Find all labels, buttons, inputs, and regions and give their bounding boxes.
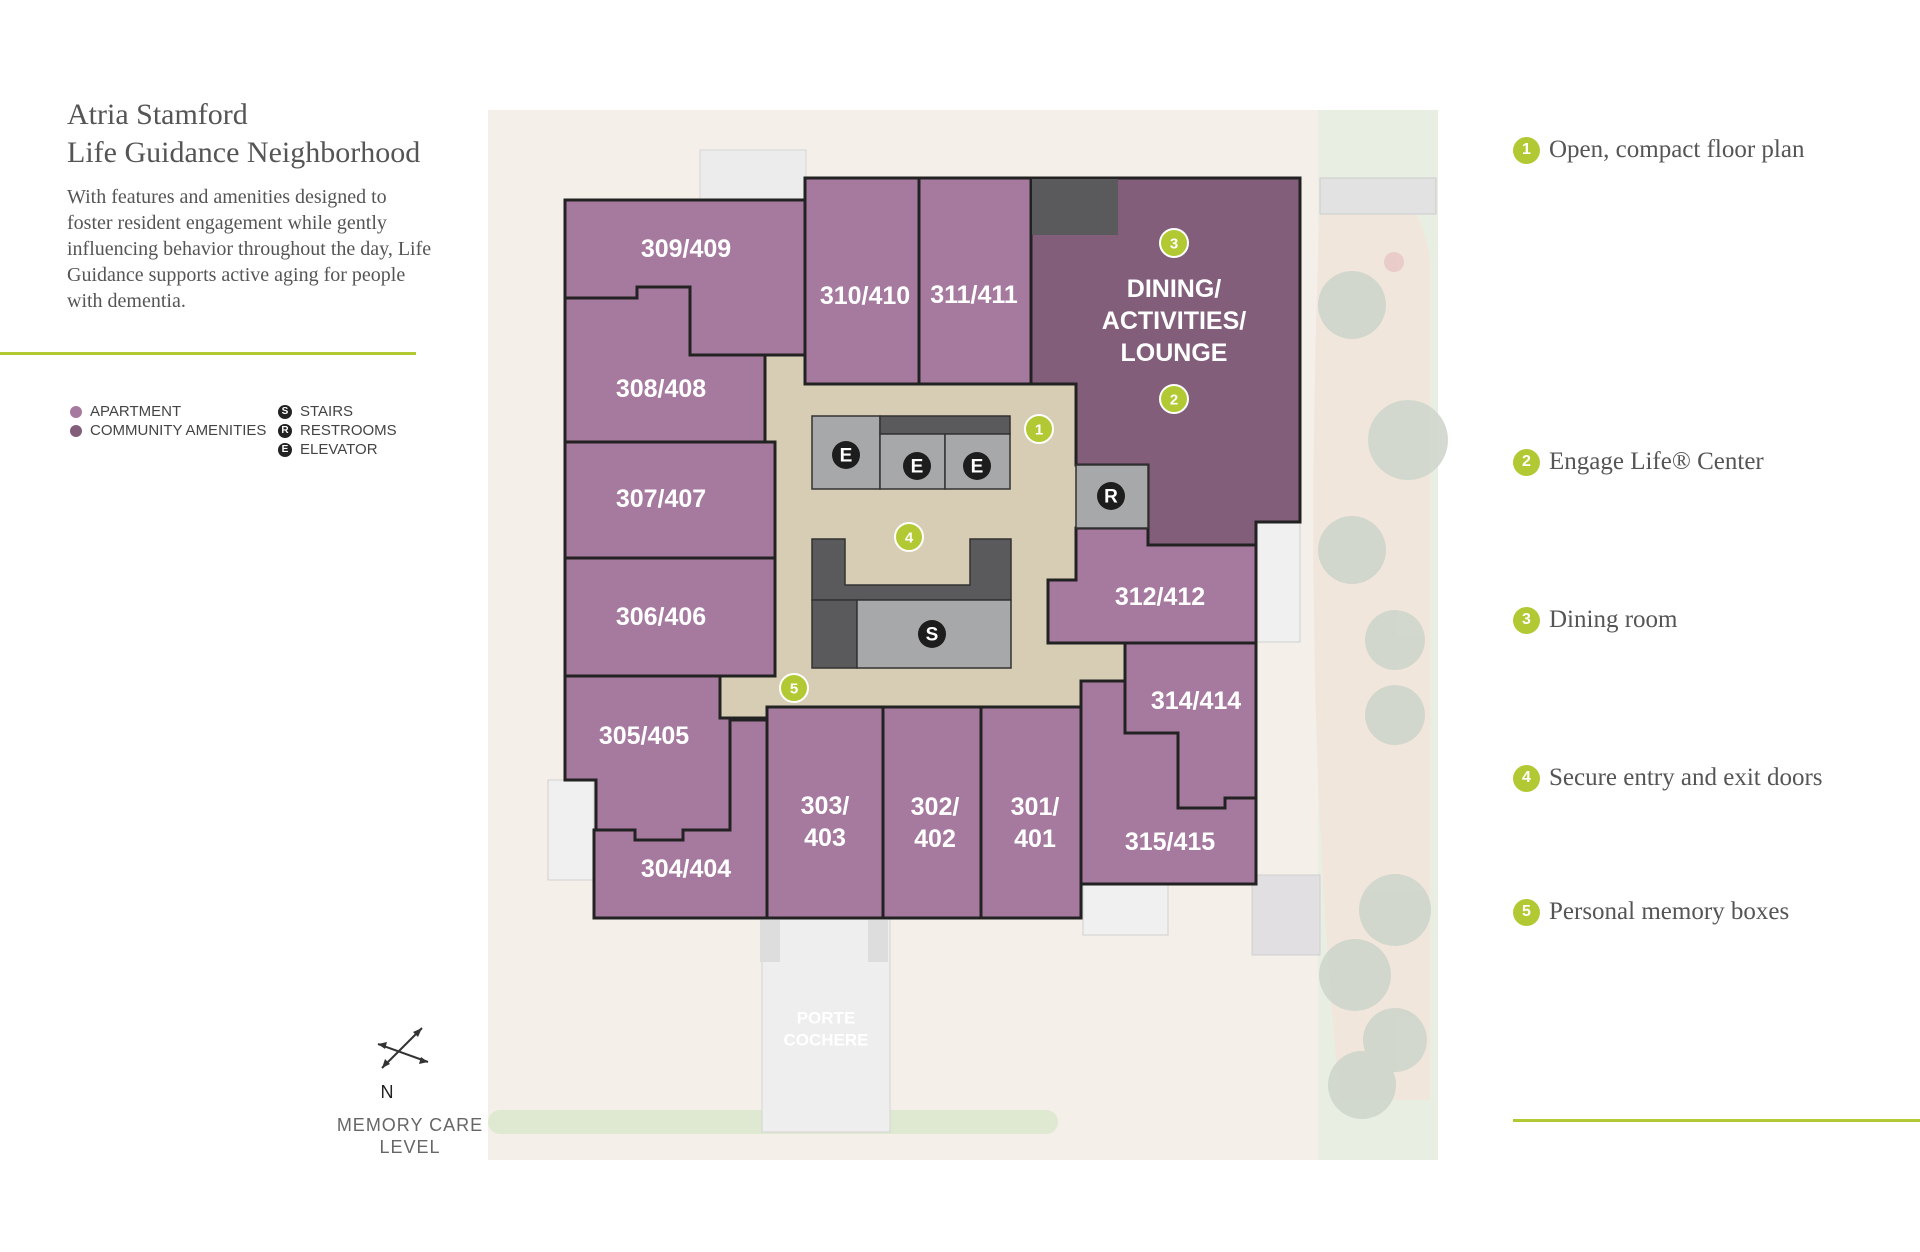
restroom-symbol: R bbox=[1104, 487, 1118, 508]
legend-apartment: APARTMENT bbox=[70, 402, 266, 421]
dining-activities-lounge[interactable] bbox=[1029, 176, 1302, 547]
page-title: Atria Stamford Life Guidance Neighborhoo… bbox=[67, 96, 467, 172]
feature-item-1: 1 Open, compact floor plan bbox=[1513, 136, 1804, 164]
stairs-symbol: S bbox=[926, 625, 939, 646]
apartment-302-402[interactable] bbox=[881, 705, 983, 920]
title-line-1: Atria Stamford bbox=[67, 98, 248, 131]
dining-label-line2: ACTIVITIES/ bbox=[1102, 307, 1247, 335]
restroom-icon bbox=[1097, 482, 1125, 510]
room-label-303-line1: 303/ bbox=[801, 792, 850, 820]
marker-3-icon bbox=[1159, 228, 1189, 258]
porte-cochere-line1: PORTE bbox=[797, 1009, 856, 1028]
room-label-303-line2: 403 bbox=[804, 824, 846, 852]
elevator-symbol: E bbox=[971, 457, 984, 478]
feature-number-1-icon: 1 bbox=[1513, 136, 1540, 164]
room-label-306: 306/406 bbox=[616, 603, 706, 631]
legend-community-label: COMMUNITY AMENITIES bbox=[90, 422, 267, 439]
elevator-icon bbox=[963, 452, 991, 480]
dining-label-line1: DINING/ bbox=[1127, 275, 1222, 303]
legend-community: COMMUNITY AMENITIES bbox=[70, 421, 266, 440]
marker-5-icon bbox=[779, 673, 809, 703]
marker-1-label: 1 bbox=[1035, 422, 1043, 439]
room-label-304: 304/404 bbox=[641, 855, 731, 883]
apartment-307-407[interactable] bbox=[563, 440, 777, 560]
room-label-308: 308/408 bbox=[616, 375, 706, 403]
stairs-icon bbox=[918, 620, 946, 648]
divider-right bbox=[1513, 1119, 1920, 1122]
dining-service-block bbox=[1032, 179, 1118, 235]
feature-item-2: 2 Engage Life® Center bbox=[1513, 448, 1764, 476]
service-core bbox=[811, 415, 1149, 669]
community-swatch-icon bbox=[70, 424, 82, 437]
room-label-305: 305/405 bbox=[599, 722, 689, 750]
room-label-314: 314/414 bbox=[1151, 687, 1241, 715]
feature-label-4: Secure entry and exit doors bbox=[1549, 764, 1823, 791]
compass-icon: N bbox=[377, 1027, 429, 1102]
feature-number-3-icon: 3 bbox=[1513, 606, 1540, 634]
room-label-310: 310/410 bbox=[820, 282, 910, 310]
compass-north-label: N bbox=[381, 1082, 394, 1102]
marker-4-icon bbox=[894, 522, 924, 552]
room-label-302-line1: 302/ bbox=[911, 793, 960, 821]
legend-stairs-label: STAIRS bbox=[300, 403, 354, 420]
room-label-301-line1: 301/ bbox=[1011, 793, 1060, 821]
feature-label-2: Engage Life® Center bbox=[1549, 448, 1764, 475]
room-label-311: 311/411 bbox=[930, 281, 1018, 309]
room-label-307: 307/407 bbox=[616, 485, 706, 513]
stairs-icon: S bbox=[278, 404, 292, 419]
legend-color-column: APARTMENT COMMUNITY AMENITIES bbox=[70, 402, 266, 440]
feature-number-5-icon: 5 bbox=[1513, 898, 1540, 926]
feature-item-4: 4 Secure entry and exit doors bbox=[1513, 764, 1823, 792]
feature-item-3: 3 Dining room bbox=[1513, 606, 1677, 634]
divider-left bbox=[0, 352, 416, 355]
title-block: Atria Stamford Life Guidance Neighborhoo… bbox=[67, 96, 467, 314]
marker-2-icon bbox=[1159, 384, 1189, 414]
room-label-309: 309/409 bbox=[641, 235, 731, 263]
feature-label-1: Open, compact floor plan bbox=[1549, 136, 1805, 163]
apartment-310-410[interactable] bbox=[803, 176, 921, 386]
legend-apartment-label: APARTMENT bbox=[90, 403, 182, 420]
marker-1-icon bbox=[1024, 414, 1054, 444]
apartment-swatch-icon bbox=[70, 405, 82, 418]
apartment-303-403[interactable] bbox=[765, 705, 885, 920]
feature-item-5: 5 Personal memory boxes bbox=[1513, 898, 1789, 926]
level-label-line1: MEMORY CARE bbox=[336, 1115, 484, 1135]
feature-label-3: Dining room bbox=[1549, 606, 1678, 633]
room-label-312: 312/412 bbox=[1115, 583, 1205, 611]
apartment-301-401[interactable] bbox=[979, 705, 1083, 920]
legend-symbol-column: S STAIRS R RESTROOMS E ELEVATOR bbox=[278, 402, 397, 459]
dining-label-line3: LOUNGE bbox=[1121, 339, 1228, 367]
restrooms-icon: R bbox=[278, 423, 292, 438]
elevator-icon bbox=[832, 441, 860, 469]
room-label-315: 315/415 bbox=[1125, 828, 1215, 856]
title-line-2: Life Guidance Neighborhood bbox=[67, 136, 421, 169]
marker-3-label: 3 bbox=[1170, 236, 1178, 253]
level-label-line2: LEVEL bbox=[379, 1137, 441, 1157]
legend-stairs: S STAIRS bbox=[278, 402, 397, 421]
apartment-315-415[interactable] bbox=[1079, 679, 1258, 886]
elevator-symbol: E bbox=[840, 446, 853, 467]
marker-5-label: 5 bbox=[790, 681, 798, 698]
feature-label-5: Personal memory boxes bbox=[1549, 898, 1790, 925]
room-label-301-line2: 401 bbox=[1014, 825, 1056, 853]
feature-number-4-icon: 4 bbox=[1513, 764, 1540, 792]
apartment-311-411[interactable] bbox=[917, 176, 1033, 386]
level-label: MEMORY CARE LEVEL bbox=[330, 1114, 490, 1158]
legend-restrooms: R RESTROOMS bbox=[278, 421, 397, 440]
legend-elevator-label: ELEVATOR bbox=[300, 441, 378, 458]
trees bbox=[1318, 252, 1448, 1119]
marker-4-label: 4 bbox=[905, 530, 914, 547]
elevator-icon: E bbox=[278, 442, 292, 457]
elevator-icon bbox=[903, 452, 931, 480]
porte-cochere-line2: COCHERE bbox=[783, 1031, 868, 1050]
description: With features and amenities designed to … bbox=[67, 186, 432, 312]
feature-number-2-icon: 2 bbox=[1513, 448, 1540, 476]
room-label-302-line2: 402 bbox=[914, 825, 956, 853]
legend-elevator: E ELEVATOR bbox=[278, 440, 397, 459]
legend-restrooms-label: RESTROOMS bbox=[300, 422, 397, 439]
marker-2-label: 2 bbox=[1170, 392, 1178, 409]
elevator-symbol: E bbox=[911, 457, 924, 478]
